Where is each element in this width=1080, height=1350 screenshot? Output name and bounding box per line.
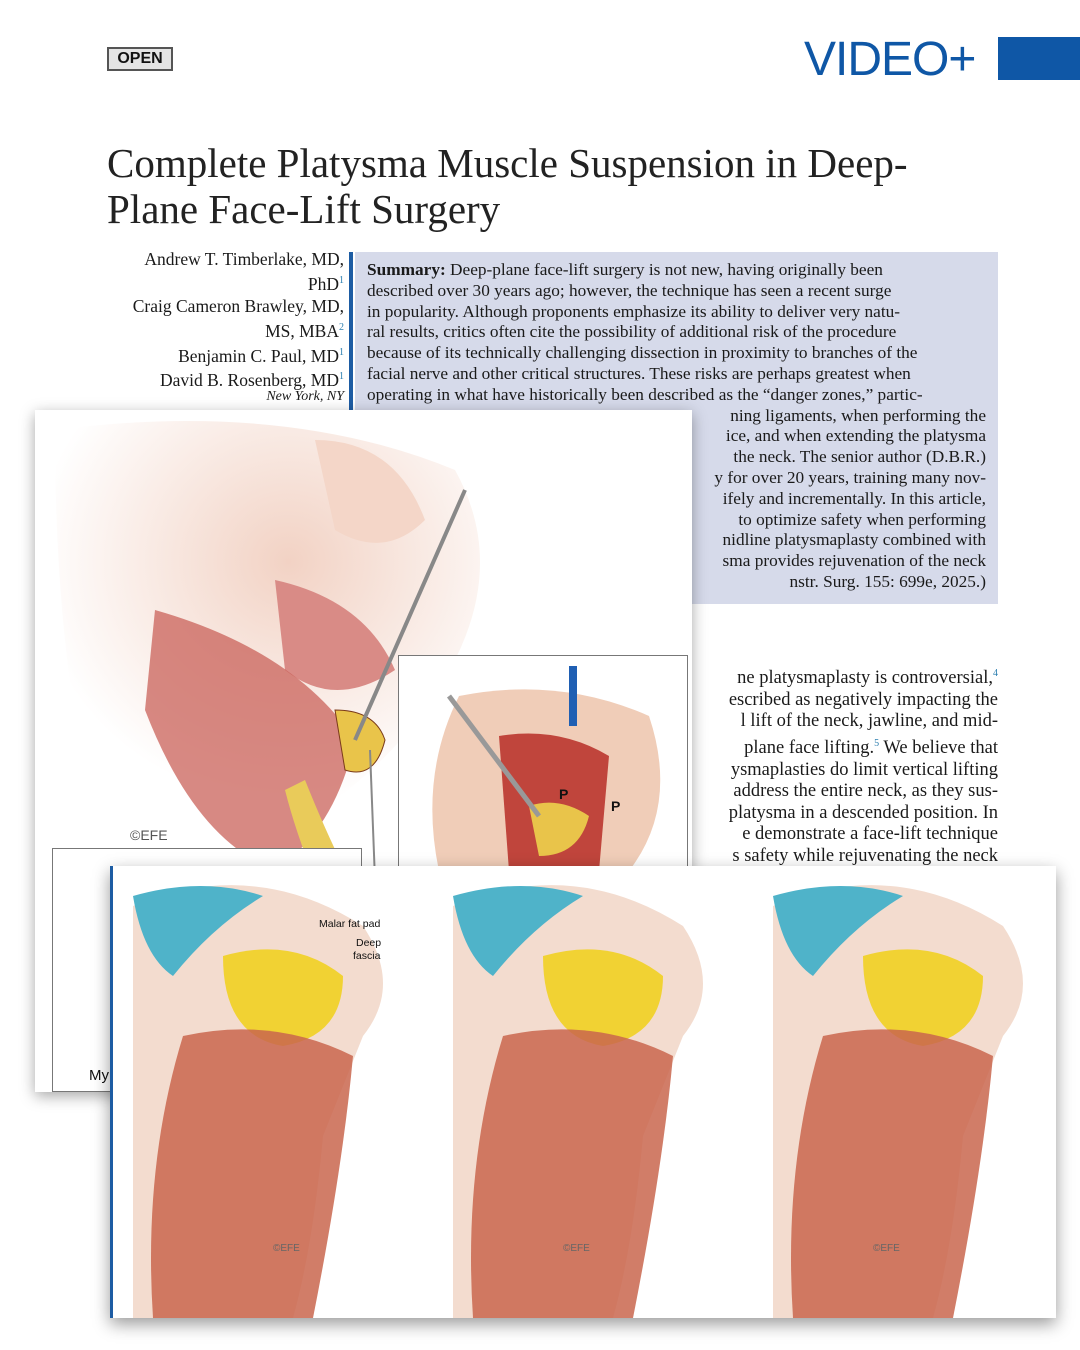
signature: ©EFE — [563, 1243, 590, 1254]
partial-label: My — [89, 1067, 109, 1084]
summary-line: ral results, critics often cite the poss… — [367, 322, 897, 342]
author: Andrew T. Timberlake, MD, — [60, 248, 344, 270]
summary-line: described over 30 years ago; however, th… — [367, 280, 892, 300]
author-location: New York, NY — [266, 389, 344, 404]
summary-line: to optimize safety when performing — [738, 509, 986, 529]
author-list: Andrew T. Timberlake, MD, PhD1 Craig Cam… — [60, 248, 344, 391]
summary-line: operating in what have historically been… — [367, 384, 923, 404]
divider — [349, 252, 353, 412]
video-bar — [998, 37, 1080, 80]
author: David B. Rosenberg, MD1 — [159, 370, 344, 391]
article-title: Complete Platysma Muscle Suspension in D… — [107, 140, 908, 232]
signature: ©EFE — [273, 1243, 300, 1254]
summary-line: nstr. Surg. 155: 699e, 2025.) — [789, 571, 987, 591]
inset-dissection: P P — [398, 655, 688, 870]
author: Benjamin C. Paul, MD1 — [178, 345, 344, 366]
body-text: ne platysmaplasty is controversial,4 esc… — [728, 668, 998, 867]
summary-line: because of its technically challenging d… — [367, 343, 918, 363]
author-degree: MS, MBA2 — [265, 320, 344, 341]
summary-box: Summary: Deep-plane face-lift surgery is… — [355, 252, 998, 604]
figure-card-three-panel: ©EFE ©EFE ©EFE Malar fat pad Deep fascia — [110, 866, 1056, 1318]
summary-line: nidline platysmaplasty combined with — [722, 530, 987, 550]
summary-line: in popularity. Although proponents empha… — [367, 301, 901, 321]
summary-line: y for over 20 years, training many nov- — [714, 467, 986, 487]
summary-line: ice, and when extending the platysma — [725, 426, 986, 446]
summary-line: Summary: Deep-plane face-lift surgery is… — [367, 260, 883, 279]
summary-line: sma provides rejuvenation of the neck — [722, 551, 986, 571]
neck-dissection-illustration: ©EFE — [55, 421, 480, 881]
video-plus-logo: VIDEO+ — [804, 33, 976, 86]
inset-label-p: P — [611, 798, 621, 814]
label-malar-fat-pad: Malar fat pad — [319, 918, 381, 930]
summary-line: the neck. The senior author (D.B.R.) — [733, 447, 986, 467]
author-name: Craig Cameron Brawley, MD, — [132, 295, 344, 316]
summary-line: ifely and incrementally. In this article… — [722, 488, 986, 508]
inset-label-p: P — [559, 786, 569, 802]
author-degree: PhD1 — [307, 273, 344, 294]
open-access-badge: OPEN — [107, 47, 173, 71]
summary-line: facial nerve and other critical structur… — [367, 363, 911, 383]
label-deep-fascia: Deep — [356, 937, 382, 949]
author-name: Andrew T. Timberlake, MD, — [144, 249, 344, 269]
figure-card-surgical-neck: ©EFE P P My — [35, 410, 692, 1092]
signature: ©EFE — [873, 1243, 900, 1254]
summary-line: ning ligaments, when performing the — [730, 405, 986, 425]
face-lift-sequence-illustration: ©EFE ©EFE ©EFE — [133, 885, 1023, 1318]
label-deep-fascia: fascia — [353, 950, 381, 962]
author: Craig Cameron Brawley, MD, — [60, 295, 344, 317]
signature: ©EFE — [130, 827, 168, 843]
